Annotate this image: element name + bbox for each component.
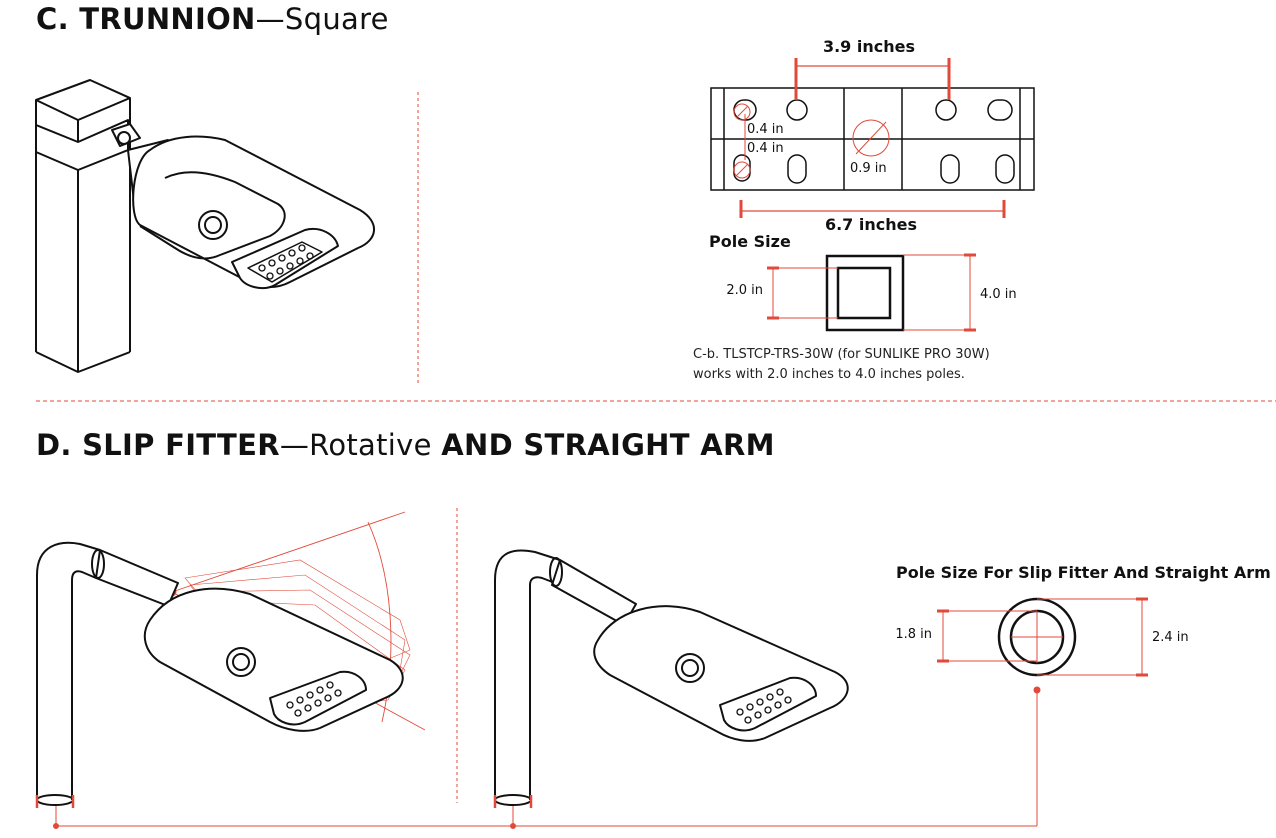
section-c-heading: C. TRUNNION—Square [36,2,389,36]
note-line-1: C-b. TLSTCP-TRS-30W (for SUNLIKE PRO 30W… [693,347,990,362]
square-pole-size [767,253,976,332]
rotative-led-dots [286,681,342,717]
rotative-pole-illustration [36,541,404,806]
square-inner-size: 2.0 in [726,283,763,298]
trunnion-led-dots [258,244,314,280]
section-d-subtitle: —Rotative [279,428,442,462]
straight-arm-led-dots [736,688,792,724]
trunnion-compatibility-note: C-b. TLSTCP-TRS-30W (for SUNLIKE PRO 30W… [693,345,990,385]
round-outer-size: 2.4 in [1152,630,1189,645]
trunnion-pole-illustration [35,79,375,373]
bottom-dimension [739,200,1006,218]
bottom-dimension-label: 6.7 inches [825,215,917,234]
pole-size-label: Pole Size [709,232,791,251]
top-dimension-label: 3.9 inches [823,37,915,56]
section-d-title: D. SLIP FITTER [36,428,280,462]
pole-connector-lines [53,686,1041,829]
slot-dimension-1: 0.4 in [747,122,784,137]
section-d-title-2: AND STRAIGHT ARM [441,428,775,462]
trunnion-plate [710,87,1035,191]
round-pole-size [937,597,1148,677]
center-hole-dimension: 0.9 in [850,161,887,176]
slot-dimension-2: 0.4 in [747,141,784,156]
top-dimension [794,58,951,100]
pole-base-marks [35,795,533,808]
section-c-title: C. TRUNNION [36,2,256,36]
section-d-heading: D. SLIP FITTER—Rotative AND STRAIGHT ARM [36,428,775,462]
straight-arm-illustration [494,549,849,806]
round-pole-size-label: Pole Size For Slip Fitter And Straight A… [896,563,1271,582]
square-outer-size: 4.0 in [980,287,1017,302]
round-inner-size: 1.8 in [895,627,932,642]
note-line-2: works with 2.0 inches to 4.0 inches pole… [693,367,965,382]
section-c-subtitle: —Square [255,2,389,36]
plate-red-marks [733,103,890,179]
